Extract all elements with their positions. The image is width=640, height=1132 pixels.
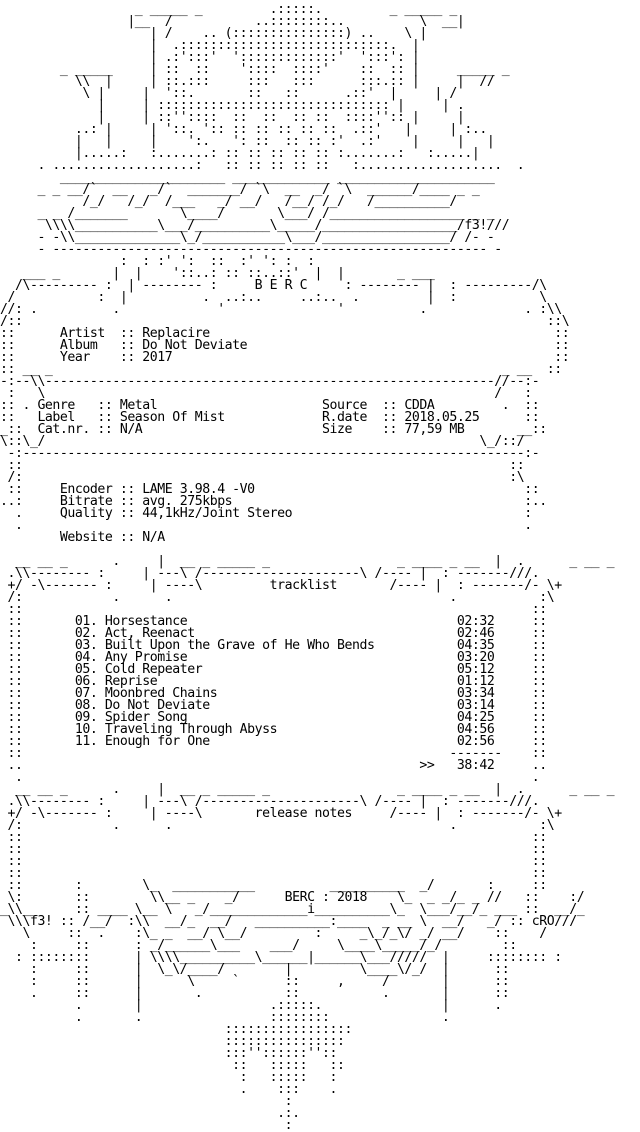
nfo-line: \: :: \\__ _ _/ BERC : 2018 \_ _ _/_ _ /…	[0, 890, 585, 905]
nfo-line: | | ::::::::::::::::::::::::::::::: | | …	[0, 98, 465, 113]
nfo-line: ..: Bitrate :: avg. 275kbps :..	[0, 494, 547, 509]
nfo-line: . ::: .	[0, 1082, 338, 1097]
nfo-line: :: 07. Moonbred Chains 03:34 ::	[0, 686, 547, 701]
nfo-line: : :: | \_\/____/ | \____\/_/ | ::	[0, 962, 510, 977]
nfo-line: .\\-------- : | ---\ /------------------…	[0, 566, 540, 581]
nfo-line: .. >> 38:42 ..	[0, 758, 547, 773]
nfo-text-block: _ _____ _ .:::::. _ _____ _ |__ / ..::::…	[0, 4, 640, 1132]
nfo-line: :: ::::: ::	[0, 1058, 345, 1073]
nfo-line: .:.	[0, 1106, 300, 1121]
nfo-line: :::''::::::''::	[0, 1046, 338, 1061]
nfo-line: : \ / :	[0, 386, 532, 401]
nfo-line: //: . . ' ' . . :\\	[0, 302, 562, 317]
nfo-line: __ __ _ . | __ _ _____ _ _ ____ _ __ | .…	[0, 782, 615, 797]
nfo-line: :	[0, 1118, 293, 1132]
nfo-line: . .	[0, 770, 540, 785]
nfo-line: /\--------- : | -------- : B E R C : ---…	[0, 278, 547, 293]
nfo-line: :: . Genre :: Metal Source :: CDDA . ::	[0, 398, 540, 413]
nfo-line: | .::::::::::::::::::::::::::::. |	[0, 38, 420, 53]
nfo-line: _\\__ :: ____ \__ \ _/_____________i____…	[0, 902, 585, 917]
nfo-line: :: ::	[0, 854, 547, 869]
nfo-line: : :: : _/______\___ ___/ \____\_____/_/ …	[0, 938, 517, 953]
nfo-line: \ :: . :\_ _ __/ \__/ : _\_/_\/ _/ __/ :…	[0, 926, 547, 941]
nfo-line: +/ -\------- : | ----\ release notes /--…	[0, 806, 562, 821]
nfo-line: ..: | | '::. ':: :: :: :: :: :: .::' | |…	[0, 122, 487, 137]
nfo-line: :: 09. Spider Song 04:25 ::	[0, 710, 547, 725]
nfo-line: /_/ /_/ /___ _/ __/ /__/ /_/ /__________…	[0, 194, 457, 209]
nfo-line: ___ _ | | '::..: :: ::..::' | | _ ___	[0, 266, 435, 281]
nfo-line: :: Encoder :: LAME 3.98.4 -V0 ::	[0, 482, 540, 497]
nfo-line: :: 04. Any Promise 03:20 ::	[0, 650, 547, 665]
nfo-line: :: ::	[0, 458, 525, 473]
nfo-line: ______________________ _____________ ___…	[0, 170, 495, 185]
nfo-line: :: ------- ::	[0, 746, 547, 761]
nfo-line: :: : \_ ___________ __________ _/ : ::	[0, 878, 547, 893]
nfo-line: :: 01. Horsestance 02:32 ::	[0, 614, 547, 629]
nfo-line: :: Label :: Season Of Mist R.date :: 201…	[0, 410, 540, 425]
nfo-line: . :: | . :: . | ::	[0, 986, 510, 1001]
nfo-line: :	[0, 1094, 293, 1109]
nfo-line: \\\\___________\___/__________\_____/___…	[0, 218, 510, 233]
nfo-line: /: . . . :\	[0, 818, 555, 833]
nfo-line: / : | . ..:.. ..:.. . | : \	[0, 290, 547, 305]
nfo-line: :: 05. Cold Repeater 05:12 ::	[0, 662, 547, 677]
nfo-line: :: ::	[0, 866, 547, 881]
nfo-line: : : :' ': :: :' ': : :	[0, 254, 315, 269]
nfo-line: Website :: N/A	[0, 530, 165, 545]
nfo-line: /: :\	[0, 470, 525, 485]
nfo-line: :: 02. Act, Reenact 02:46 ::	[0, 626, 547, 641]
nfo-line: :: 10. Traveling Through Abyss 04:56 ::	[0, 722, 547, 737]
nfo-line: | .:':::' ':::::::::::::' ':::': |	[0, 50, 420, 65]
nfo-line: - --------------------------------------…	[0, 242, 502, 257]
nfo-line: :: ::	[0, 830, 547, 845]
nfo-line: :: 03. Built Upon the Grave of He Who Be…	[0, 638, 547, 653]
nfo-line: : ::::: :	[0, 1070, 338, 1085]
nfo-line: |__ / ..::::::::.. \ __|	[0, 14, 465, 29]
nfo-line: | | | ':. ': :: :: :: :' .:' | | |	[0, 134, 495, 149]
nfo-line: . Quality :: 44,1kHz/Joint Stereo :	[0, 506, 532, 521]
nfo-line: _ _____ | :: :: ':::: ::::' :: :: | ____…	[0, 62, 510, 77]
nfo-line: :: __ _ _ __ ::	[0, 362, 562, 377]
nfo-line: :: 08. Do Not Deviate 03:14 ::	[0, 698, 547, 713]
nfo-line: __ __ _ . | __ _ _____ _ _ ____ _ __ | .…	[0, 554, 615, 569]
nfo-line: : :: | \ ` :: , / | ::	[0, 974, 510, 989]
nfo-line: -:--------------------------------------…	[0, 446, 540, 461]
nfo-line: - -\\______________\_/___________\___/__…	[0, 230, 495, 245]
nfo-line: \\\f3! :: /__/ :\\ __/_ __/ __________:_…	[0, 914, 577, 929]
nfo-line: :: 06. Reprise 01:12 ::	[0, 674, 547, 689]
nfo-line: -:--\\----------------------------------…	[0, 374, 540, 389]
nfo-line: \\ | | ::.::: ::: ::: :::.:: | | //	[0, 74, 495, 89]
nfo-line: _ _ /_______ \____/ \___/ /_____________…	[0, 206, 495, 221]
nfo-line: .\\-------- : | ---\ /------------------…	[0, 794, 540, 809]
nfo-line: _ _____ _ .:::::. _ _____ _	[0, 4, 458, 17]
nfo-line: :: 11. Enough for One 02:56 ::	[0, 734, 547, 749]
nfo-line: /: . . . :\	[0, 590, 555, 605]
nfo-line: | | ::'':::: :: :: :: :: ::::'':: | |	[0, 110, 465, 125]
nfo-line: _:: Cat.nr. :: N/A Size :: 77,59 MB __::	[0, 422, 547, 437]
nfo-line: /:: ::\	[0, 314, 570, 329]
nfo-line: ::::::::::::::::	[0, 1034, 345, 1049]
nfo-line: | / .. (:::::::::::::::) .. \ |	[0, 26, 428, 41]
nfo-line: . | .:::::. | .	[0, 998, 502, 1013]
nfo-line: \ | | '::. :: :: .::' | | /	[0, 86, 457, 101]
nfo-line: \::\_/ \_/::/	[0, 434, 525, 449]
nfo-line: +/ -\------- : | ----\ tracklist /---- |…	[0, 578, 562, 593]
nfo-line: :: Artist :: Replacire ::	[0, 326, 570, 341]
nfo-line: :: ::	[0, 842, 547, 857]
nfo-line: . . :::::::: .	[0, 1010, 450, 1025]
nfo-line: :: ::	[0, 602, 547, 617]
nfo-line: :: Year :: 2017 ::	[0, 350, 570, 365]
nfo-line: : :::::::: | \\\\__________\______|_____…	[0, 950, 562, 965]
nfo-line: . .	[0, 518, 532, 533]
nfo-line: . ...................: :: :: :: :: :: :.…	[0, 158, 525, 173]
nfo-line: _ _ __/` __ _/` _______/ `\ __ _/ `\ ___…	[0, 182, 480, 197]
nfo-line: :: Album :: Do Not Deviate ::	[0, 338, 570, 353]
nfo-line: :::::::::::::::::	[0, 1022, 353, 1037]
nfo-line: |.....: :.......: :: :: :: :: :: :......…	[0, 146, 480, 161]
